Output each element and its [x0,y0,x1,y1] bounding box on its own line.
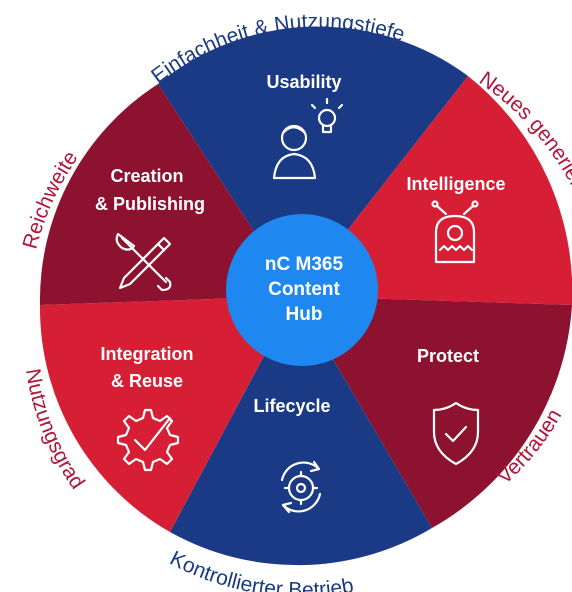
segment-integration [39,296,296,532]
label-lifecycle: Lifecycle [253,396,330,416]
label-integration-line1: Integration [101,344,194,364]
hub-title-line3: Hub [286,304,323,325]
label-intelligence: Intelligence [406,174,505,194]
segment-usability [158,26,468,297]
segment-lifecycle [170,296,432,566]
hub-title-line1: nC M365 [265,254,344,275]
user-idea-icon [272,97,344,180]
wheel-segments [39,26,572,566]
hub-title-line2: Content [268,279,340,300]
label-protect: Protect [417,346,479,366]
label-integration-line2: & Reuse [111,371,183,391]
shield-check-icon [432,401,480,466]
label-usability: Usability [266,72,341,92]
cycle-gear-icon [280,460,322,514]
robot-icon [431,200,479,264]
label-creation-line1: Creation [110,166,183,186]
segment-creation [39,84,297,305]
label-creation-line2: & Publishing [95,194,205,214]
hub-circle [226,214,378,366]
hub: nC M365 Content Hub [226,214,378,366]
gear-check-icon [116,408,180,472]
tools-icon [115,232,172,292]
